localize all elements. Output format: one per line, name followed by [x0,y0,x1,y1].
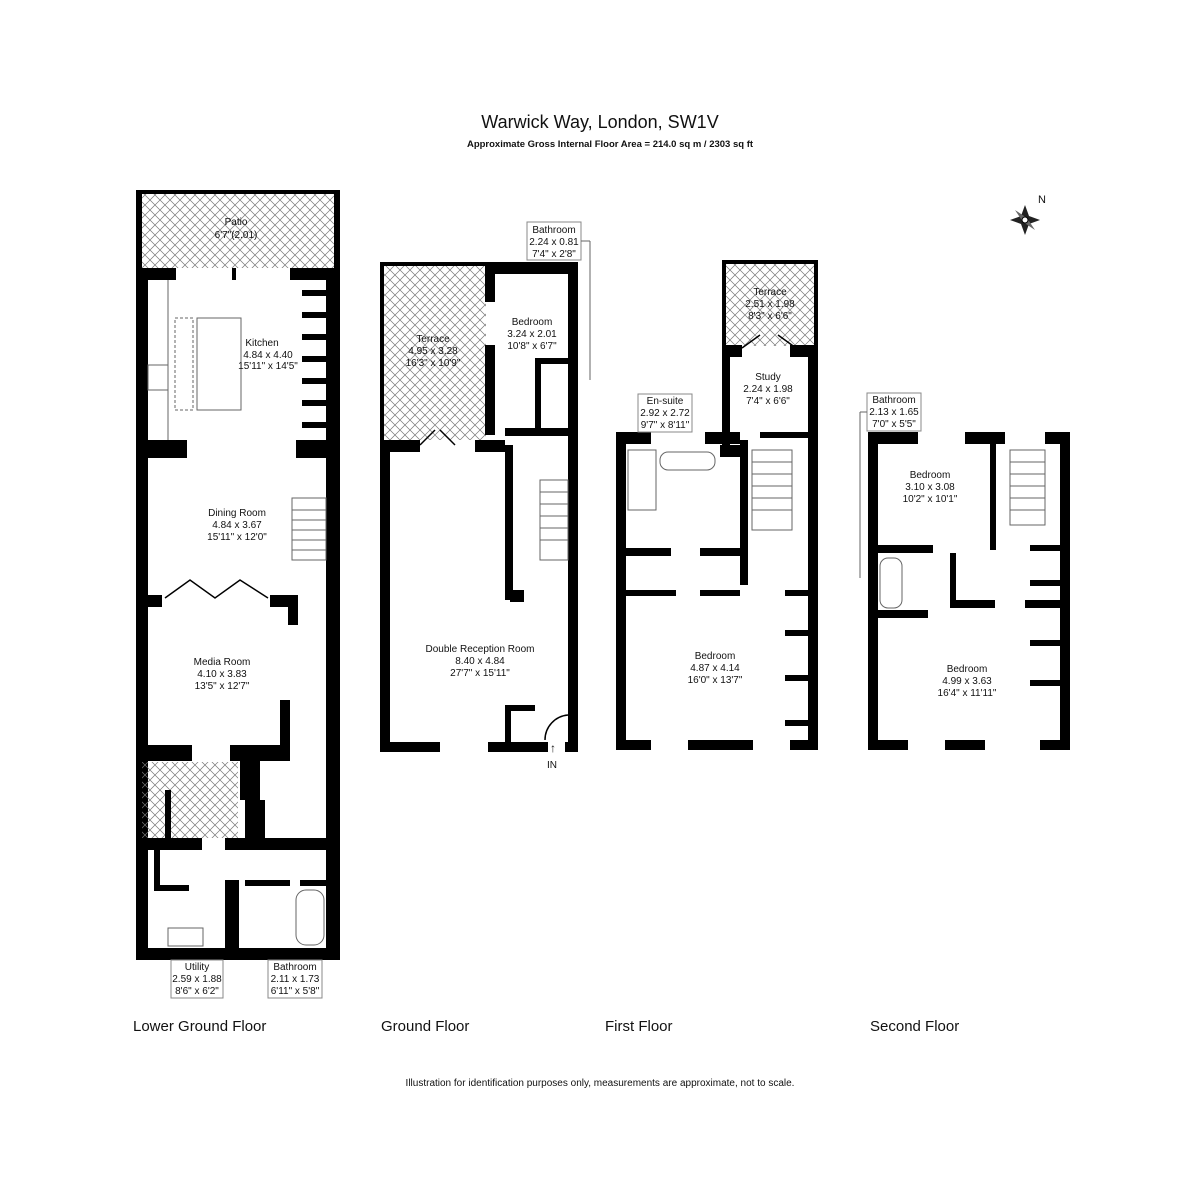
ground-bedroom-label: Bedroom [512,317,553,328]
second-bedroom-large-size-imperial: 16'4" x 11'11" [938,688,997,699]
ground-bedroom-size-metric: 3.24 x 2.01 [507,329,557,340]
entrance-label: IN [547,760,557,771]
floor-label-second: Second Floor [870,1018,959,1035]
second-bedroom-small-label: Bedroom [910,470,951,481]
first-bedroom-size-imperial: 16'0" x 13'7" [688,675,743,686]
en-suite-size-imperial: 9'7" x 8'11" [641,420,690,431]
kitchen-size-imperial: 15'11" x 14'5" [238,361,298,372]
lg-bathroom-size-imperial: 6'11" x 5'8" [271,986,320,997]
floor-area-subtitle: Approximate Gross Internal Floor Area = … [467,139,754,150]
second-bedroom-large-label: Bedroom [947,664,988,675]
reception-size-metric: 8.40 x 4.84 [455,656,505,667]
patio-label: Patio [225,217,248,228]
terrace-size-metric: 4.95 x 3.28 [408,346,458,357]
second-bathroom-size-metric: 2.13 x 1.65 [869,407,919,418]
reception-label: Double Reception Room [426,644,535,655]
utility-size-metric: 2.59 x 1.88 [172,974,222,985]
study-size-imperial: 7'4" x 6'6" [746,396,790,407]
ground-bathroom-label: Bathroom [532,225,575,236]
first-terrace-label: Terrace [753,287,787,298]
lg-bathroom-size-metric: 2.11 x 1.73 [271,974,320,985]
second-bathroom-label: Bathroom [872,395,915,406]
ground-floor-plan: ↑ IN Terrace 4.95 x 3.28 16'3" x 10'9" B… [380,221,591,1035]
bathtub-icon [295,889,325,946]
terrace-size-imperial: 16'3" x 10'9" [406,358,461,369]
en-suite-size-metric: 2.92 x 2.72 [640,408,690,419]
first-floor-plan: Terrace 2.51 x 1.98 8'3" x 6'6" Study 2.… [605,260,818,1035]
compass-icon: N [1010,194,1046,235]
compass-north-label: N [1038,194,1046,206]
media-room-size-imperial: 13'5" x 12'7" [195,681,250,692]
dining-room-label: Dining Room [208,508,266,519]
second-bedroom-small-size-metric: 3.10 x 3.08 [905,482,955,493]
first-bedroom-size-metric: 4.87 x 4.14 [690,663,740,674]
study-label: Study [755,372,781,383]
kitchen-island [196,317,242,411]
ground-bathroom-size-metric: 2.24 x 0.81 [529,237,579,248]
media-room-label: Media Room [194,657,251,668]
lg-bathroom-label: Bathroom [273,962,316,973]
disclaimer: Illustration for identification purposes… [406,1078,795,1089]
utility-label: Utility [185,962,209,973]
dining-room-size-imperial: 15'11" x 12'0" [207,532,267,543]
first-bedroom-label: Bedroom [695,651,736,662]
second-bedroom-large-size-metric: 4.99 x 3.63 [942,676,992,687]
kitchen-label: Kitchen [245,338,278,349]
utility-size-imperial: 8'6" x 6'2" [175,986,219,997]
floor-label-lower-ground: Lower Ground Floor [133,1018,266,1035]
second-floor-plan: Bathroom 2.13 x 1.65 7'0" x 5'5" Bedroom… [859,392,1070,1035]
lower-ground-floor-plan: Patio 6'7"(2.01) Kitchen 4.84 x 4.40 15'… [133,190,340,1035]
page-title: Warwick Way, London, SW1V [481,112,718,132]
dining-room-size-metric: 4.84 x 3.67 [212,520,262,531]
media-room-size-metric: 4.10 x 3.83 [197,669,247,680]
floor-label-first: First Floor [605,1018,673,1035]
study-size-metric: 2.24 x 1.98 [743,384,793,395]
entrance-arrow-icon: ↑ [550,741,556,755]
patio-size: 6'7"(2.01) [215,230,258,241]
second-bathroom-size-imperial: 7'0" x 5'5" [872,419,916,430]
terrace-label: Terrace [416,334,450,345]
reception-size-imperial: 27'7" x 15'11" [450,668,510,679]
patio-hatch [138,192,334,268]
en-suite-label: En-suite [647,396,684,407]
kitchen-size-metric: 4.84 x 4.40 [243,350,293,361]
ground-bathroom-size-imperial: 7'4" x 2'8" [532,249,576,260]
second-bedroom-small-size-imperial: 10'2" x 10'1" [903,494,958,505]
floor-label-ground: Ground Floor [381,1018,469,1035]
first-terrace-size-imperial: 8'3" x 6'6" [748,311,792,322]
ground-bedroom-size-imperial: 10'8" x 6'7" [507,341,557,352]
first-terrace-size-metric: 2.51 x 1.98 [745,299,795,310]
